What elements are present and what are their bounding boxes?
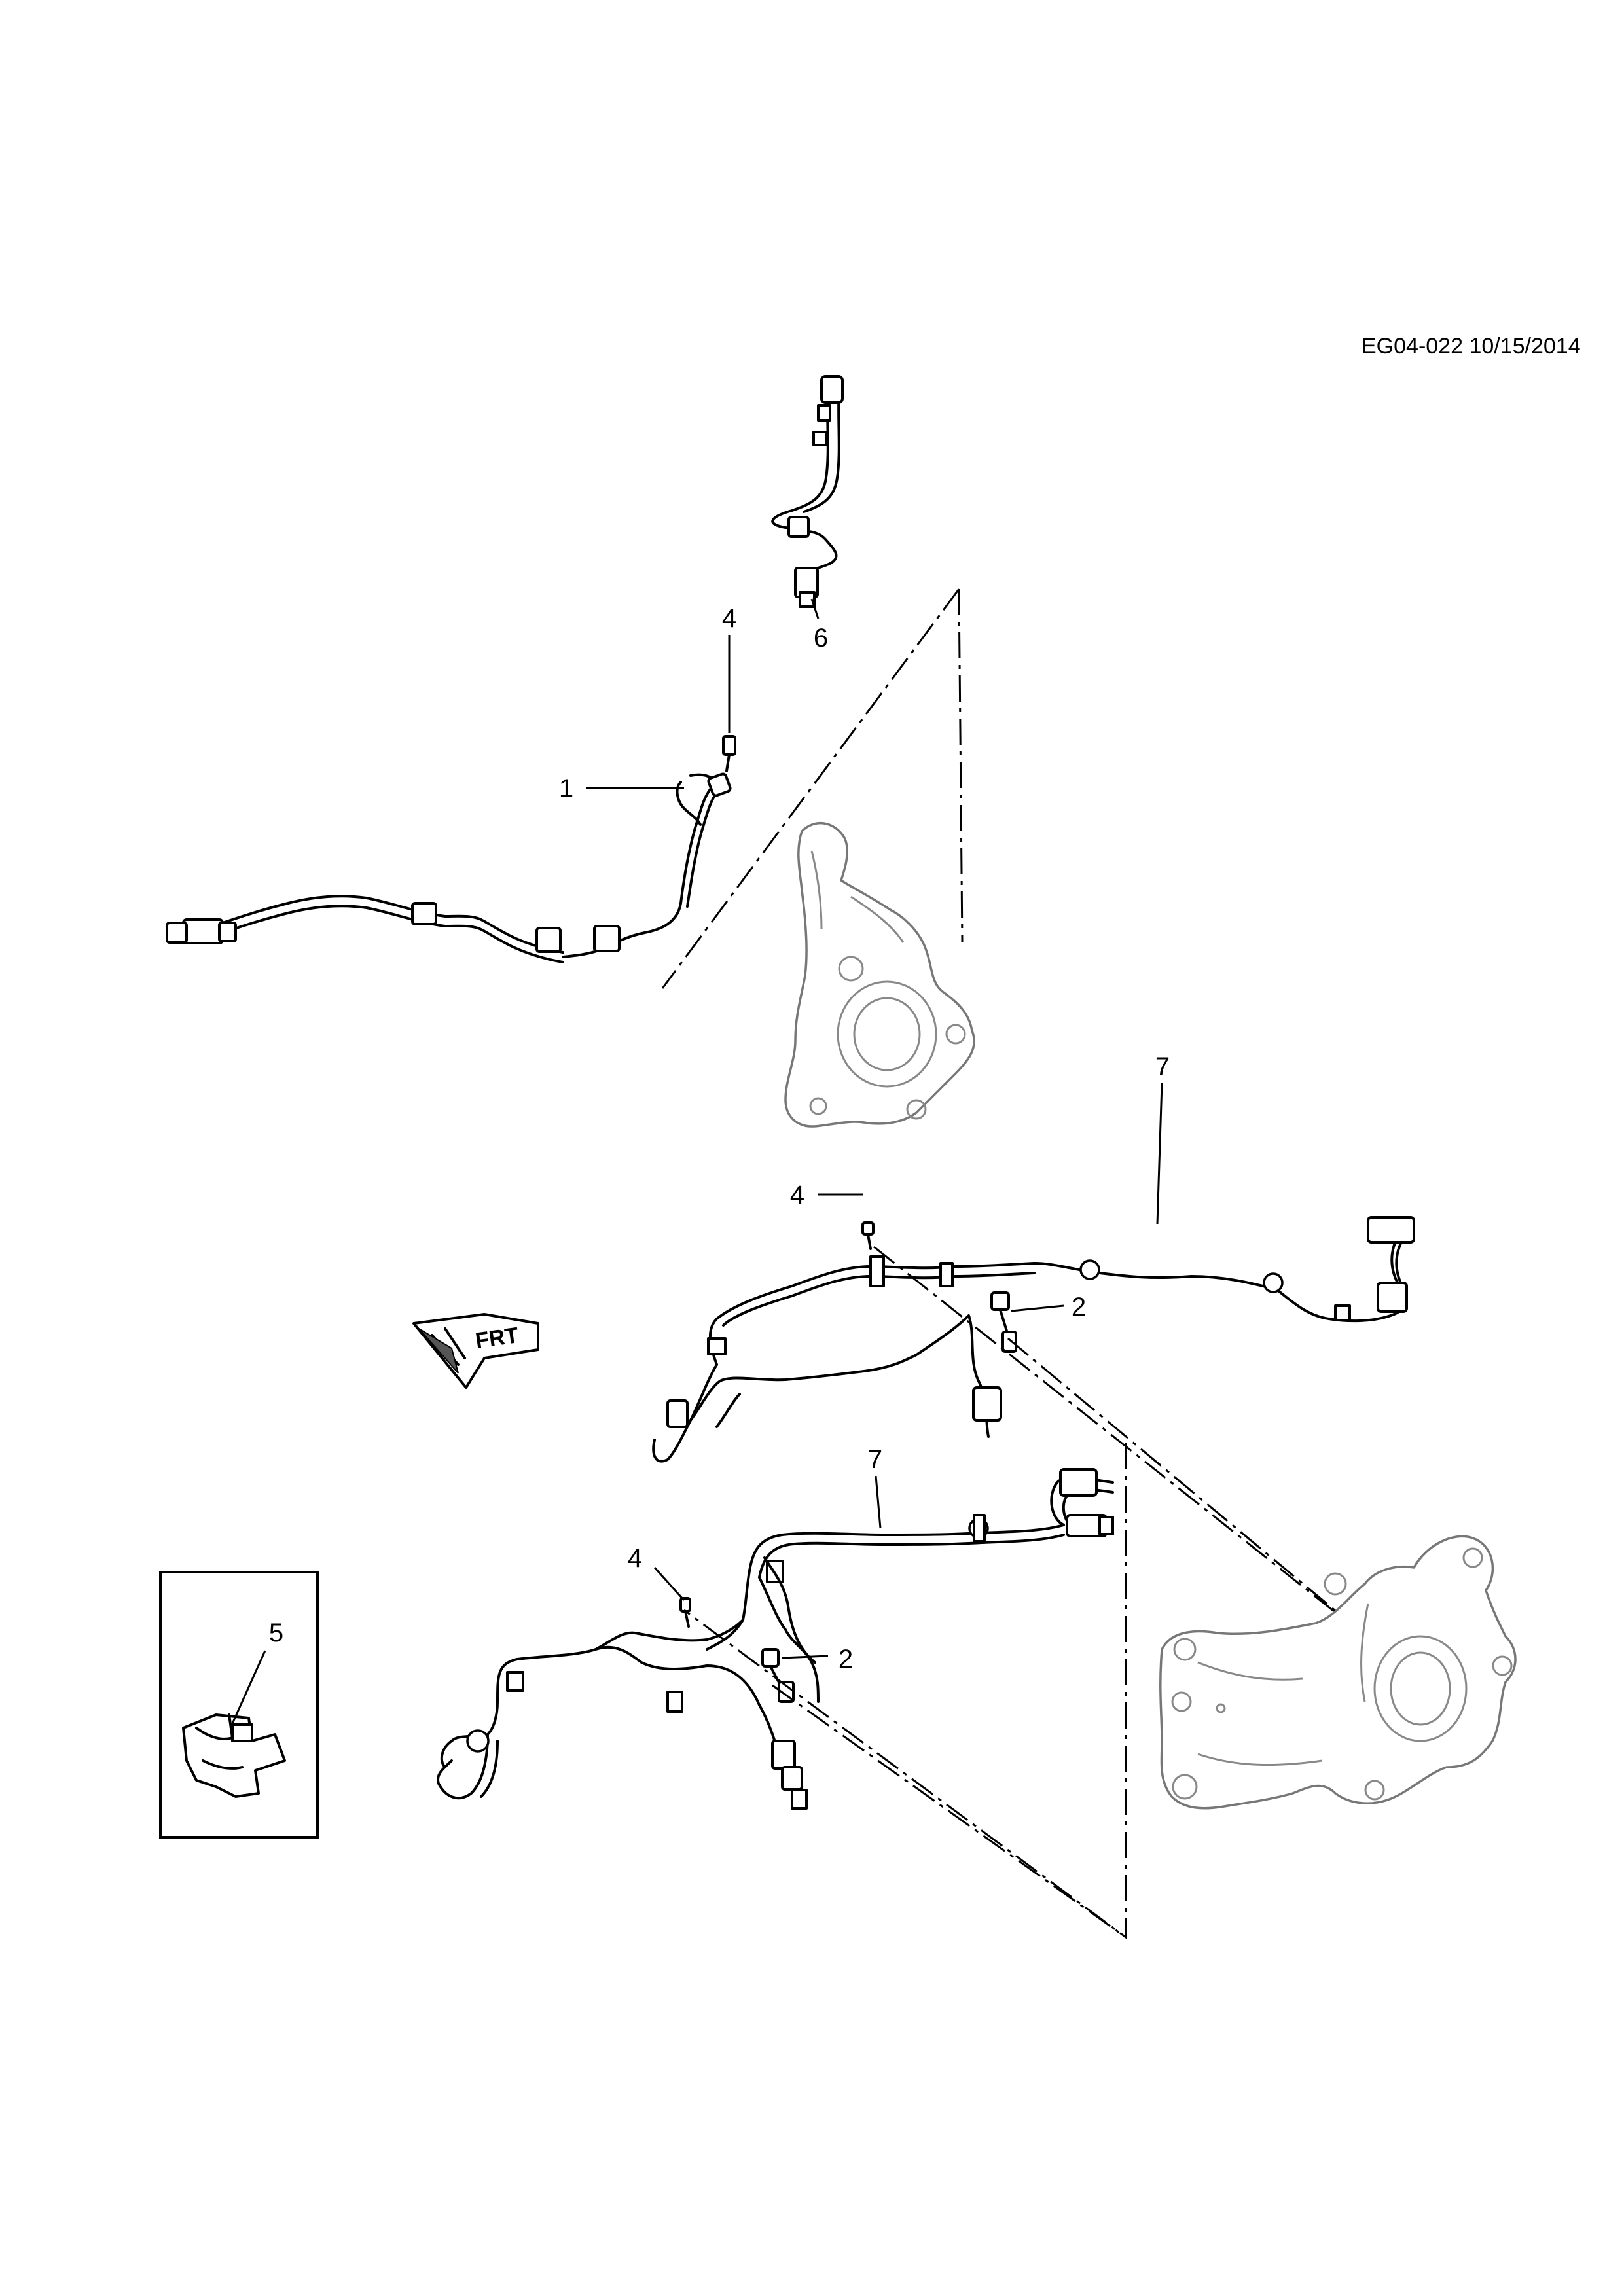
assembly-line-rear-knuckle: [683, 1246, 1379, 1939]
callout-7-upper: 7: [1155, 1052, 1170, 1081]
callout-2-lower: 2: [839, 1645, 853, 1674]
part-2-rear-wheel-speed-sensor-upper: [990, 1291, 1017, 1353]
leader-lines: [229, 598, 1163, 1729]
diagram-reference-code: EG04-022 10/15/2014: [1362, 334, 1581, 359]
callout-6: 6: [814, 624, 828, 653]
callout-1: 1: [559, 774, 573, 803]
callout-7-lower: 7: [868, 1445, 882, 1474]
callout-5: 5: [269, 1619, 283, 1647]
part-1-front-wheel-speed-sensor: [166, 772, 732, 963]
rear-knuckle: [1159, 1535, 1517, 1810]
part-5-clip: [182, 1713, 286, 1798]
callout-4-middle: 4: [790, 1181, 804, 1210]
part-4-bolt-lower: [679, 1597, 691, 1628]
part-7-rear-harness-lower: [437, 1468, 1114, 1810]
front-steering-knuckle: [784, 821, 975, 1128]
front-direction-arrow-icon: FRT: [412, 1313, 539, 1389]
assembly-line-front-knuckle: [661, 588, 964, 989]
callout-4-upper: 4: [722, 604, 736, 633]
part-4-bolt-upper: [722, 735, 736, 772]
callout-4-lower: 4: [628, 1544, 642, 1573]
svg-text:FRT: FRT: [474, 1323, 520, 1354]
callout-2-upper: 2: [1072, 1293, 1086, 1321]
part-4-bolt-middle: [861, 1221, 875, 1250]
part-7-rear-harness-upper: [652, 1216, 1415, 1463]
inset-box-part-5: [159, 1571, 319, 1839]
part-6-wiring-harness: [771, 375, 844, 608]
